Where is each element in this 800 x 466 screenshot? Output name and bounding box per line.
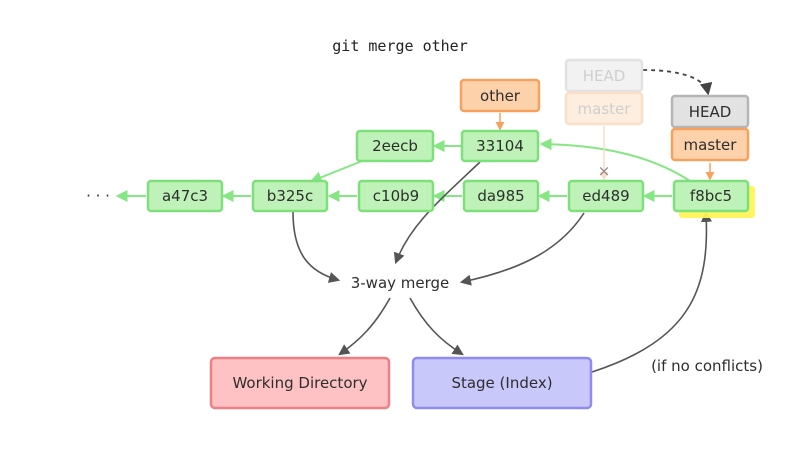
master-ref: master: [670, 127, 750, 162]
working-directory-label: Working Directory: [232, 374, 367, 392]
commit-label: 33104: [476, 137, 524, 155]
head-label: HEAD: [689, 103, 732, 121]
old-master-ref: master: [564, 91, 644, 126]
commit-2eecb: 2eecb: [355, 129, 435, 163]
commit-label: ed489: [582, 187, 629, 205]
other-ref: other: [459, 78, 541, 113]
head-ref: HEAD: [670, 94, 750, 129]
commit-label: f8bc5: [690, 187, 732, 205]
commit-33104: 33104: [460, 129, 540, 163]
commit-b325c: b325c: [251, 179, 329, 213]
commit-label: b325c: [267, 187, 313, 205]
history-ellipsis: · · ·: [86, 187, 110, 205]
commit-f8bc5: f8bc5: [672, 179, 755, 218]
commit-da985: da985: [462, 179, 540, 213]
arrow-f8bc5-33104: [539, 138, 691, 182]
old-master-label: master: [578, 100, 632, 118]
commit-c10b9: c10b9: [357, 179, 435, 213]
old-head-label: HEAD: [583, 67, 626, 85]
merge-label: 3-way merge: [351, 274, 450, 292]
commit-label: 2eecb: [372, 137, 418, 155]
other-label: other: [480, 87, 521, 105]
arrow-stage-f8bc5: [591, 210, 713, 373]
commit-label: a47c3: [162, 187, 208, 205]
arrow-2eecb-b325c: [309, 160, 363, 184]
commit-ed489: ed489: [567, 179, 645, 213]
arrow-head-move: [642, 69, 713, 96]
master-label: master: [684, 136, 738, 154]
arrow-merge-stage: [409, 297, 464, 356]
arrow-ed489-merge: [459, 212, 585, 286]
cross-mark: ×: [598, 162, 611, 180]
arrow-33104-merge: [393, 161, 481, 265]
old-head-ref: HEAD: [564, 58, 644, 93]
no-conflicts-note: (if no conflicts): [651, 357, 763, 375]
commit-label: c10b9: [373, 187, 419, 205]
command-title: git merge other: [332, 37, 467, 55]
stage-box: Stage (Index): [411, 356, 593, 410]
working-directory-box: Working Directory: [209, 356, 391, 410]
commit-a47c3: a47c3: [146, 179, 224, 213]
arrow-merge-working: [338, 297, 391, 356]
stage-label: Stage (Index): [451, 374, 552, 392]
arrow-b325c-merge: [292, 211, 341, 283]
commit-label: da985: [477, 187, 524, 205]
